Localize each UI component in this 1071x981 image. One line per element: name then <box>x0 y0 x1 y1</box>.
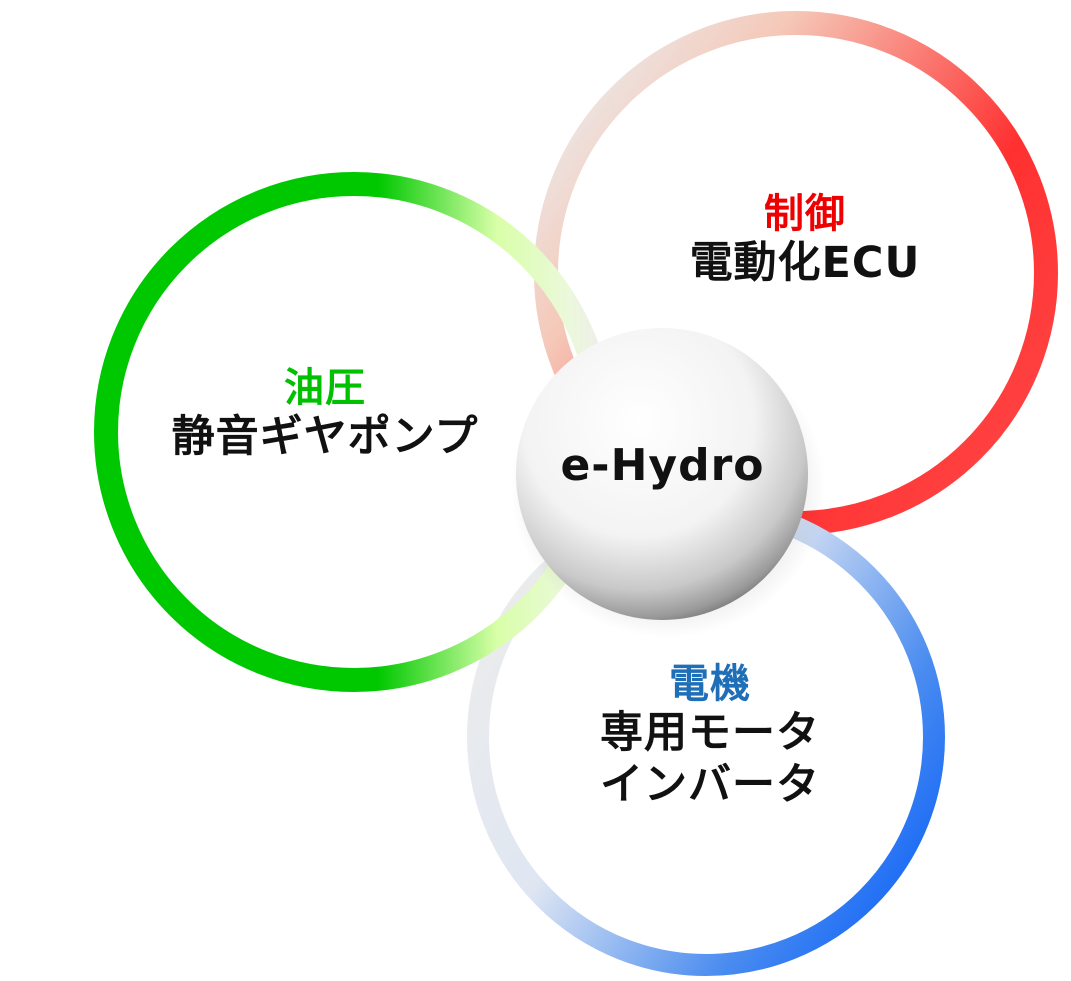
category-control: 制御 <box>764 191 846 237</box>
segment-electric: 電機 専用モータ インバータ <box>560 660 860 811</box>
item-motor: 専用モータ <box>600 708 820 758</box>
category-hydraulics: 油圧 <box>284 365 366 411</box>
center-label: e-Hydro <box>560 440 765 491</box>
item-inverter: インバータ <box>600 759 820 810</box>
center-sphere <box>516 328 808 620</box>
segment-hydraulics: 油圧 静音ギヤポンプ <box>140 364 510 464</box>
category-electric: 電機 <box>669 661 751 707</box>
segment-control: 制御 電動化ECU <box>660 190 950 290</box>
item-ecu: 電動化ECU <box>689 238 921 288</box>
item-gear-pump: 静音ギヤポンプ <box>171 412 479 462</box>
